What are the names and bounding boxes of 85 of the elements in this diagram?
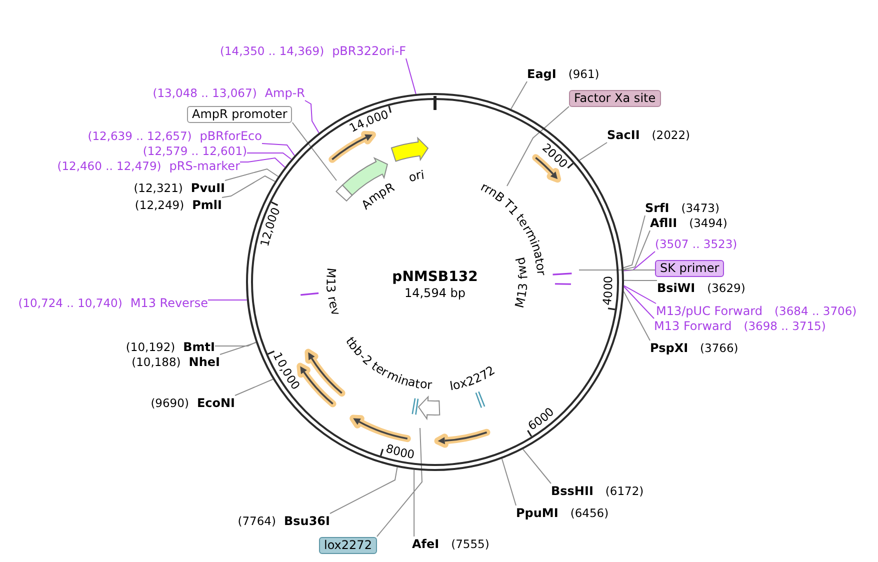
site-name: SacII (607, 128, 640, 142)
site-position: (10,188) (132, 354, 181, 370)
site-name: AfeI (412, 536, 440, 552)
leader-line (262, 143, 296, 156)
leader-line (624, 280, 658, 281)
feature-tag: AmpR promoter (187, 106, 292, 122)
leader-line (224, 168, 279, 181)
feature-label: M13 fwd (514, 256, 530, 310)
site-name: PvuII (190, 180, 225, 196)
leader-line (214, 342, 256, 346)
feature-tag: SK primer (655, 260, 724, 276)
leader-line (414, 469, 415, 537)
site-name: PspXI (650, 340, 688, 356)
primer-position: (3507 .. 3523) (655, 236, 738, 252)
leader-line (208, 300, 248, 301)
site-position: (3766) (700, 340, 738, 356)
leader-line (240, 157, 286, 168)
site-position: (12,249) (134, 198, 184, 212)
site-name: PpuMI (516, 506, 558, 520)
primer-name: M13 Reverse (130, 296, 208, 310)
site-position: (10,192) (126, 340, 176, 354)
scale-label: 8000 (384, 444, 416, 460)
leader-line (622, 215, 646, 268)
feature-label: AmpR (360, 182, 396, 212)
leader-line (623, 286, 654, 319)
leader-line (246, 152, 292, 160)
leader-line (330, 466, 398, 514)
site-position: (6172) (605, 484, 644, 498)
leader-line (501, 458, 516, 506)
site-position: (961) (568, 66, 600, 82)
site-position: (9690) (150, 396, 189, 410)
primer-position: (12,579 .. 12,601) (142, 144, 247, 158)
feature-tag: Factor Xa site (569, 90, 661, 106)
primer-name: pRS-marker (169, 158, 240, 174)
site-name: BmtI (183, 340, 215, 354)
site-name: BsiWI (657, 280, 696, 296)
leader-line (234, 378, 274, 396)
site-position: (3629) (707, 280, 746, 296)
site-position: (12,321) (134, 180, 183, 196)
primer-position: (3698 .. 3715) (744, 318, 826, 334)
site-name: EcoNI (196, 396, 235, 410)
primer-position: (12,460 .. 12,479) (57, 158, 162, 174)
feature-tag: lox2272 (319, 536, 377, 554)
leader-line (376, 428, 422, 537)
leader-line (220, 342, 256, 355)
primer-position: (3684 .. 3706) (774, 304, 857, 318)
primer-position: (10,724 .. 10,740) (18, 296, 122, 310)
scale-label: 4000 (602, 276, 614, 306)
primer-name: pBRforEco (200, 128, 262, 144)
site-position: (3494) (689, 216, 728, 230)
plasmid-size: 14,594 bp (404, 286, 466, 301)
leader-line (579, 142, 608, 161)
leader-line (222, 175, 276, 198)
site-name: EagI (527, 66, 556, 82)
site-position: (3473) (681, 200, 720, 216)
site-name: PmlI (192, 198, 222, 212)
leader-line (623, 251, 656, 272)
leader-line (506, 106, 570, 186)
primer-position: (13,048 .. 13,067) (152, 86, 257, 100)
leader-line (522, 448, 552, 484)
leader-line (304, 100, 320, 134)
site-position: (7555) (451, 536, 490, 552)
site-position: (2022) (652, 128, 690, 142)
leader-line (623, 291, 650, 341)
site-name: Bsu36I (284, 514, 330, 528)
primer-position: (14,350 .. 14,369) (220, 44, 324, 58)
feature-label: M13 rev (324, 266, 341, 318)
site-position: (6456) (570, 506, 609, 520)
primer-name: M13/pUC Forward (656, 304, 763, 318)
feature-label: ori (408, 170, 425, 184)
leader-line (623, 285, 656, 304)
leader-line (406, 58, 416, 94)
primer-position: (12,639 .. 12,657) (88, 128, 192, 144)
leader-line (623, 230, 650, 270)
site-name: NheI (188, 354, 220, 370)
site-name: SrfI (645, 200, 670, 216)
plasmid-name: pNMSB132 (392, 269, 478, 286)
site-name: AflII (650, 216, 678, 230)
site-position: (7764) (238, 514, 276, 528)
site-name: BssHII (551, 484, 594, 498)
leader-line (292, 122, 337, 181)
leader-line (510, 81, 528, 110)
primer-name: M13 Forward (654, 318, 732, 334)
primer-name: Amp-R (264, 86, 305, 100)
primer-name: pBR322ori-F (332, 44, 406, 58)
